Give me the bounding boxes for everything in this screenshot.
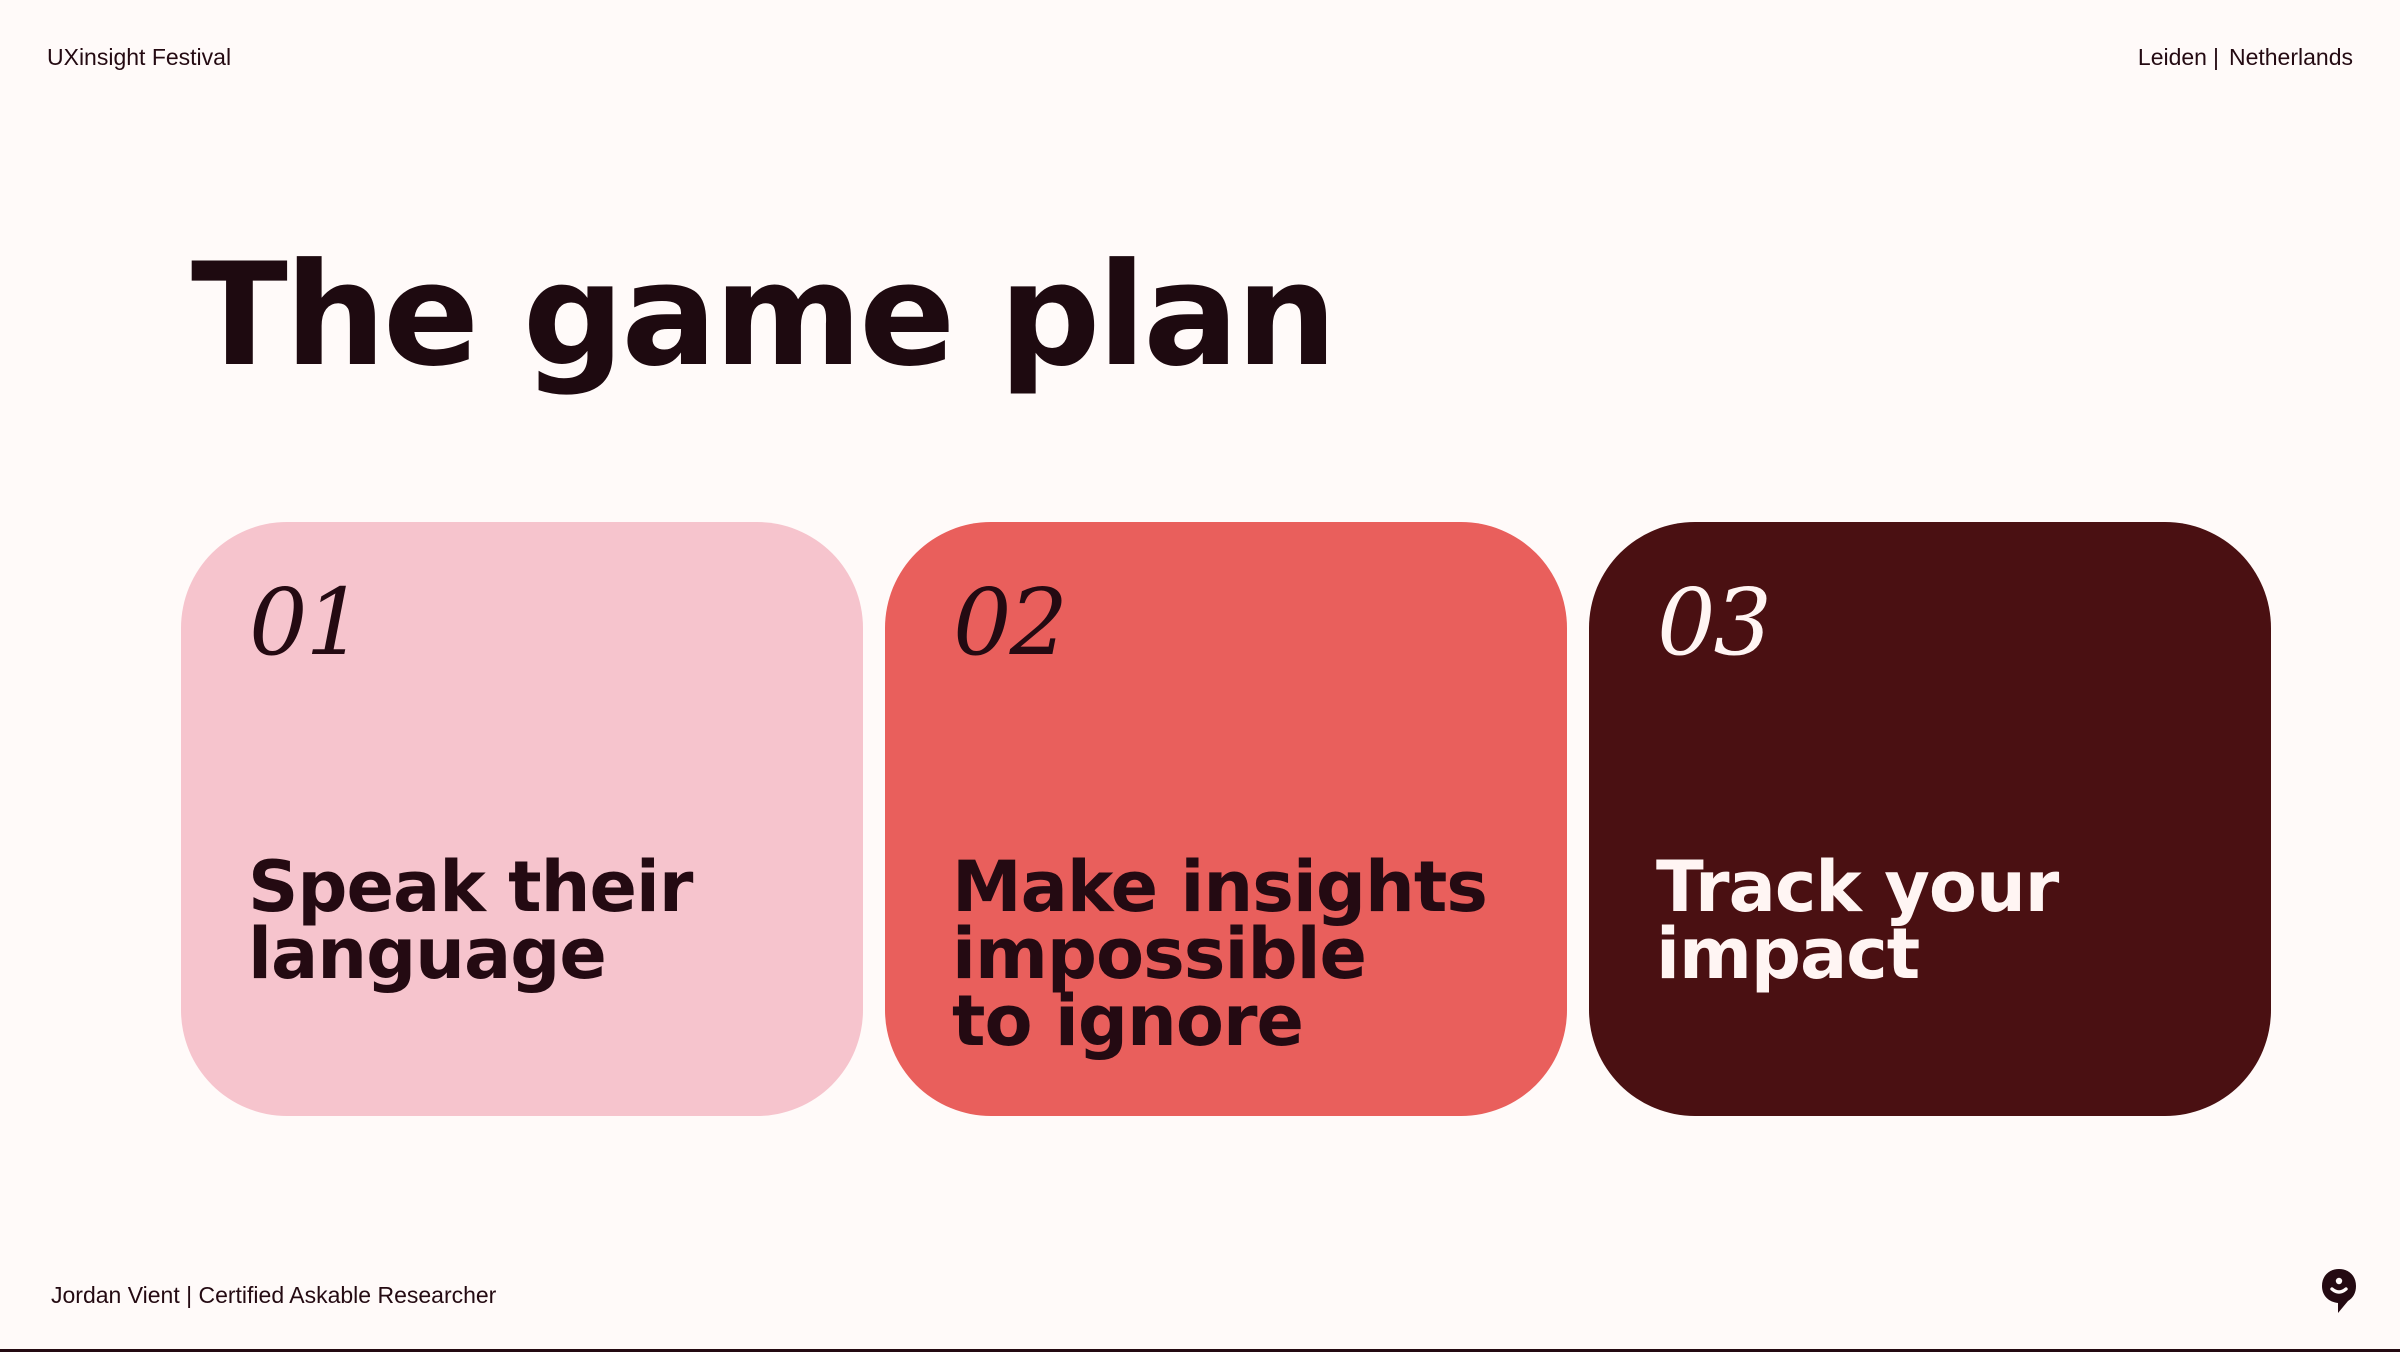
card-label: Speak their language (248, 846, 693, 995)
location: Leiden| Netherlands (2138, 44, 2353, 71)
location-country: Netherlands (2228, 44, 2353, 70)
card-speak-their-language: 01 Speak their language (181, 522, 863, 1116)
card-label: Make insights impossible to ignore (952, 846, 1488, 1062)
presenter-credit: Jordan Vient | Certified Askable Researc… (51, 1282, 497, 1308)
card-track-your-impact: 03 Track your impact (1589, 522, 2271, 1116)
card-number: 03 (1657, 569, 1772, 676)
location-separator: | (2212, 44, 2219, 70)
bottom-divider (0, 1349, 2400, 1352)
event-name: UXinsight Festival (47, 44, 232, 70)
slide-title: The game plan (191, 233, 1337, 398)
speech-bubble-logo-icon (2322, 1269, 2356, 1313)
location-city: Leiden (2137, 44, 2207, 70)
card-number: 02 (953, 569, 1068, 676)
game-plan-cards: 01 Speak their language 02 Make insights… (181, 522, 2271, 1116)
card-number: 01 (249, 569, 364, 676)
card-make-insights-impossible-to-ignore: 02 Make insights impossible to ignore (885, 522, 1567, 1116)
card-label: Track your impact (1656, 846, 2059, 995)
